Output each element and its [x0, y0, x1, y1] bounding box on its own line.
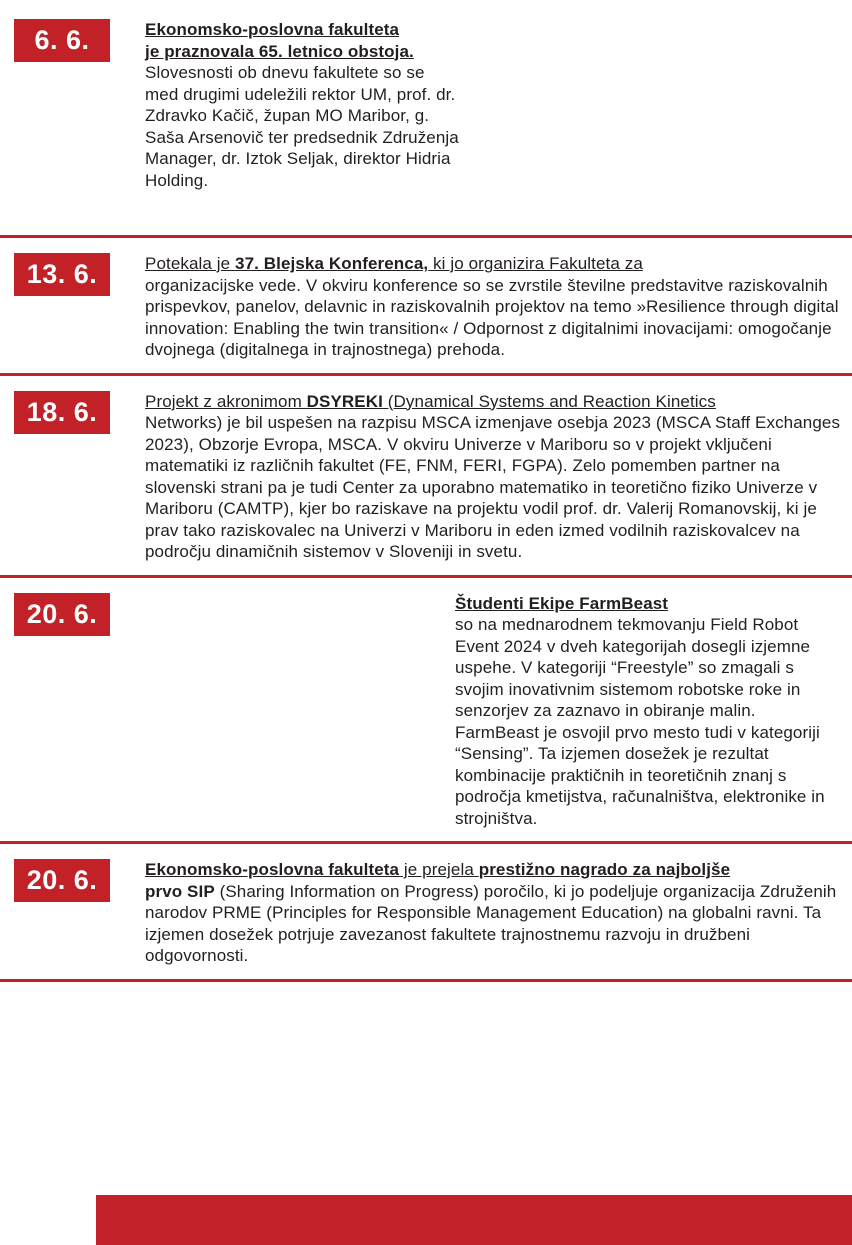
- text-segment: Ekonomsko-poslovna fakulteta: [145, 860, 400, 879]
- entry-row: 20. 6. Ekonomsko-poslovna fakulteta je p…: [0, 844, 852, 979]
- timeline-entry: 6. 6. Ekonomsko-poslovna fakulteta je pr…: [0, 4, 852, 238]
- entry-row: 6. 6. Ekonomsko-poslovna fakulteta je pr…: [0, 4, 852, 235]
- date-cell: 6. 6.: [0, 19, 145, 62]
- footer-accent-band: [96, 1195, 852, 1245]
- date-cell: 18. 6.: [0, 390, 145, 434]
- date-badge: 20. 6.: [14, 859, 110, 902]
- entry-text: Ekonomsko-poslovna fakulteta je praznova…: [145, 19, 467, 191]
- entry-row: 13. 6. Potekala je 37. Blejska Konferenc…: [0, 238, 852, 373]
- text-segment: DSYREKI: [306, 391, 383, 411]
- separator-line: [0, 574, 852, 578]
- text-segment: Ekonomsko-poslovna fakulteta: [145, 20, 400, 39]
- text-segment: (Dynamical Systems and Reaction Kinetics: [382, 391, 716, 411]
- date-badge: 13. 6.: [14, 253, 110, 296]
- entry-row: 18. 6. Projekt z akronimom DSYREKI (Dyna…: [0, 376, 852, 575]
- date-cell: 20. 6.: [0, 592, 145, 636]
- entry-text: Potekala je 37. Blejska Konferenca, ki j…: [145, 253, 852, 361]
- timeline: 6. 6. Ekonomsko-poslovna fakulteta je pr…: [0, 4, 852, 982]
- text-segment: je praznovala 65. letnico obstoja.: [145, 41, 414, 61]
- text-segment: Projekt z akronimom: [145, 391, 307, 411]
- text-segment: 37. Blejska Konferenca,: [235, 254, 429, 273]
- date-badge: 20. 6.: [14, 592, 110, 636]
- entry-text: Ekonomsko-poslovna fakulteta je prejela …: [145, 859, 852, 967]
- text-segment: je prejela: [399, 860, 479, 879]
- date-badge: 18. 6.: [14, 390, 110, 434]
- separator-line: [0, 978, 852, 982]
- date-badge: 6. 6.: [14, 19, 110, 62]
- text-segment: so na mednarodnem tekmovanju Field Robot…: [455, 615, 825, 828]
- entry-text: Projekt z akronimom DSYREKI (Dynamical S…: [145, 391, 852, 563]
- text-segment: (Sharing Information on Progress) poroči…: [145, 881, 837, 966]
- timeline-entry: 20. 6. Ekonomsko-poslovna fakulteta je p…: [0, 844, 852, 982]
- separator-line: [0, 841, 852, 844]
- timeline-entry: 13. 6. Potekala je 37. Blejska Konferenc…: [0, 238, 852, 376]
- text-segment: prestižno nagrado za najboljše: [478, 860, 731, 879]
- date-cell: 20. 6.: [0, 859, 145, 902]
- text-segment: prvo SIP: [145, 881, 215, 901]
- timeline-entry: 18. 6. Projekt z akronimom DSYREKI (Dyna…: [0, 376, 852, 578]
- text-segment: Slovesnosti ob dnevu fakultete so se med…: [145, 63, 459, 190]
- text-segment: Študenti Ekipe FarmBeast: [455, 593, 669, 613]
- separator-line: [0, 372, 852, 376]
- text-segment: organizacijske vede. V okviru konference…: [145, 275, 839, 360]
- text-segment: Networks) je bil uspešen na razpisu MSCA…: [145, 413, 841, 561]
- date-cell: 13. 6.: [0, 253, 145, 296]
- text-segment: ki jo organizira Fakulteta za: [428, 254, 643, 273]
- separator-line: [0, 235, 852, 238]
- text-segment: Potekala je: [145, 254, 236, 273]
